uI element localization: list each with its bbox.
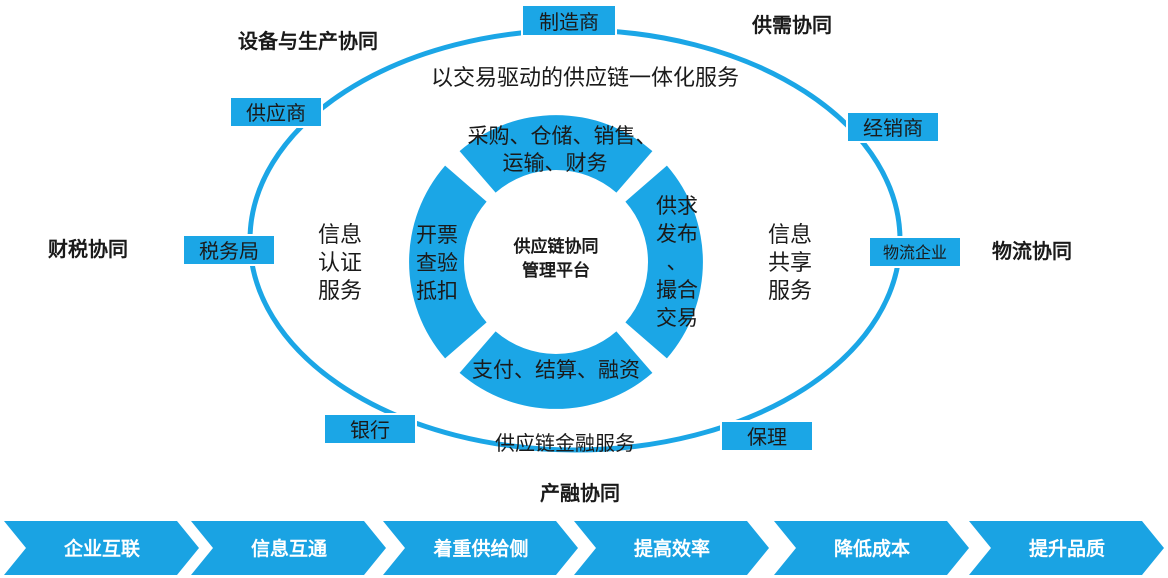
chevron-row: 企业互联 信息互通 着重供给侧 提高效率 降低成本 提升品质 xyxy=(4,521,1164,575)
ring-left-line: 查验 xyxy=(416,251,458,275)
ring-right-line: 交易 xyxy=(656,306,698,330)
chevron-label: 提升品质 xyxy=(1029,537,1105,560)
chevron-step: 降低成本 xyxy=(774,521,969,575)
ring-left-line: 抵扣 xyxy=(416,279,458,303)
left-service-line: 认证 xyxy=(318,251,362,276)
label-tax: 财税协同 xyxy=(48,237,128,261)
node-distributor-label: 经销商 xyxy=(863,116,923,140)
node-logistics-label: 物流企业 xyxy=(883,243,947,262)
chevron-label: 提高效率 xyxy=(634,537,710,560)
left-service-text: 信息 认证 服务 xyxy=(318,223,362,304)
node-distributor: 经销商 xyxy=(846,111,940,143)
center-platform: 供应链协同 管理平台 xyxy=(513,236,599,281)
node-tax-bureau-label: 税务局 xyxy=(199,239,259,263)
service-bottom-label: 供应链金融服务 xyxy=(495,431,635,455)
chevron-step: 信息互通 xyxy=(191,521,386,575)
right-service-text: 信息 共享 服务 xyxy=(768,223,812,304)
chevron-label: 降低成本 xyxy=(834,537,910,560)
node-bank-label: 银行 xyxy=(350,418,390,442)
node-supplier-label: 供应商 xyxy=(246,101,306,125)
ring-segment-left xyxy=(409,165,487,359)
label-supply-demand: 供需协同 xyxy=(751,13,832,37)
chevron-label: 信息互通 xyxy=(251,537,328,560)
ring-right-text: 供求 发布 、 撮合 交易 xyxy=(656,194,698,330)
node-logistics: 物流企业 xyxy=(868,236,962,268)
right-service-line: 服务 xyxy=(768,279,812,304)
ring-right-line: 撮合 xyxy=(656,278,698,302)
node-manufacturer: 制造商 xyxy=(521,4,617,37)
ring-segment-bottom xyxy=(459,331,653,409)
ring-right-line: 发布 xyxy=(656,222,698,246)
inner-ring xyxy=(409,115,703,409)
label-equipment-production: 设备与生产协同 xyxy=(238,29,378,53)
chevron-label: 着重供给侧 xyxy=(433,537,528,560)
chevron-step: 提升品质 xyxy=(969,521,1164,575)
node-bank: 银行 xyxy=(323,413,417,445)
service-top-label: 以交易驱动的供应链一体化服务 xyxy=(431,66,739,91)
ring-top-text: 采购、仓储、销售、 运输、财务 xyxy=(468,124,657,175)
chevron-step: 着重供给侧 xyxy=(383,521,578,575)
node-supplier: 供应商 xyxy=(229,96,323,128)
chevron-label: 企业互联 xyxy=(63,537,140,560)
node-manufacturer-label: 制造商 xyxy=(539,10,599,34)
right-service-line: 信息 xyxy=(768,223,812,248)
node-factoring-label: 保理 xyxy=(747,425,787,449)
ring-left-line: 开票 xyxy=(416,223,458,247)
center-line: 管理平台 xyxy=(522,260,590,281)
label-industry-finance: 产融协同 xyxy=(540,481,620,505)
node-factoring: 保理 xyxy=(720,420,814,452)
left-service-line: 信息 xyxy=(318,223,362,248)
ring-segment-right xyxy=(625,165,703,359)
ring-bottom-text: 支付、结算、融资 xyxy=(472,358,640,382)
ring-segment-top xyxy=(459,115,653,193)
ring-left-text: 开票 查验 抵扣 xyxy=(416,223,458,303)
chevron-step: 企业互联 xyxy=(4,521,199,575)
node-tax-bureau: 税务局 xyxy=(182,234,276,266)
left-service-line: 服务 xyxy=(318,279,362,304)
center-line: 供应链协同 xyxy=(513,236,599,257)
ring-right-line: 供求 xyxy=(656,194,698,218)
ring-top-line: 运输、财务 xyxy=(503,151,608,175)
right-service-line: 共享 xyxy=(768,251,812,276)
label-logistics: 物流协同 xyxy=(992,239,1072,263)
chevron-step: 提高效率 xyxy=(574,521,769,575)
ring-right-line: 、 xyxy=(667,250,688,274)
ring-top-line: 采购、仓储、销售、 xyxy=(468,124,657,148)
